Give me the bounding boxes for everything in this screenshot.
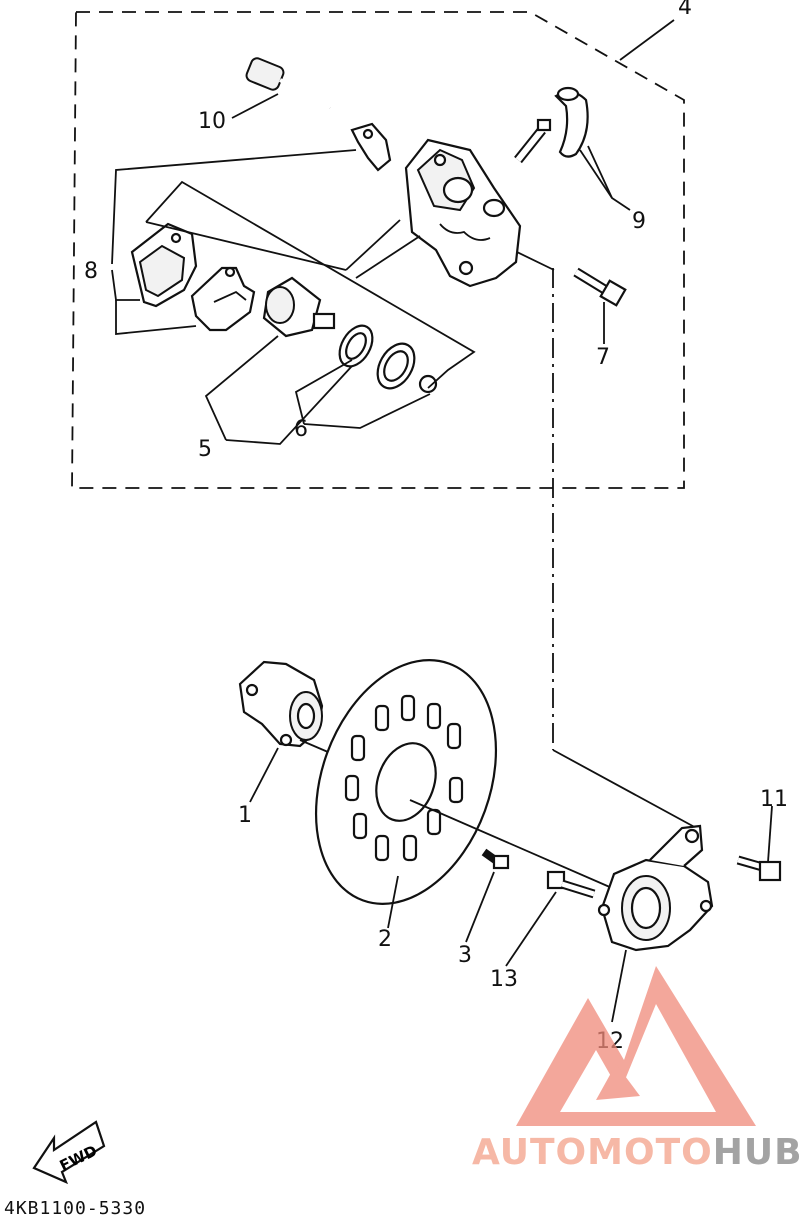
callout-7: 7	[596, 345, 610, 370]
group-line	[345, 219, 401, 271]
piston	[262, 276, 336, 338]
watermark-text-part2: HUB	[712, 1132, 800, 1173]
assembly-boundary-dashed	[71, 11, 685, 489]
callout-13: 13	[490, 967, 518, 992]
axis-line-bracket	[552, 749, 701, 831]
bleeder-screw	[514, 118, 552, 164]
callout-11: 11	[760, 787, 788, 812]
callout-8: 8	[84, 259, 98, 284]
callout-10: 10	[198, 109, 226, 134]
callout-2: 2	[378, 927, 392, 952]
hub-part-1	[238, 660, 324, 748]
bolt-part-11	[736, 855, 782, 882]
dust-seal	[376, 342, 416, 390]
pin-bolt-part-10	[245, 57, 331, 110]
group-line	[145, 221, 347, 271]
o-ring	[418, 374, 438, 394]
fwd-arrow-icon: FWD	[32, 1120, 106, 1185]
pad-group-outline	[145, 180, 476, 389]
bolt-part-7	[573, 267, 627, 307]
brake-pad	[190, 266, 256, 332]
disc-bracket-axis	[409, 799, 613, 889]
brake-disc-part-2	[314, 659, 498, 905]
piston-seal	[338, 324, 374, 368]
caliper-clip	[350, 122, 392, 172]
part-code: 4KB1100-5330	[4, 1198, 147, 1219]
watermark-text-part1: AUTOMOTO	[472, 1132, 713, 1173]
hub-disc-axis	[299, 739, 329, 753]
bleeder-cap	[554, 86, 589, 158]
caliper-body	[404, 138, 522, 288]
watermark-logo-icon	[516, 966, 756, 1126]
leader-lines	[111, 19, 773, 1023]
callout-6: 6	[294, 417, 308, 442]
group-line	[355, 235, 421, 279]
callout-9: 9	[632, 209, 646, 234]
hub-bracket-part-12	[597, 824, 714, 952]
bolt-part-13	[546, 870, 596, 899]
callout-1: 1	[238, 803, 252, 828]
bolt-part-3	[481, 848, 510, 870]
callout-4: 4	[678, 0, 692, 20]
watermark-text: AUTOMOTOHUB	[472, 1132, 800, 1173]
callout-5: 5	[198, 437, 212, 462]
callout-3: 3	[458, 943, 472, 968]
pad-plate	[130, 222, 198, 308]
